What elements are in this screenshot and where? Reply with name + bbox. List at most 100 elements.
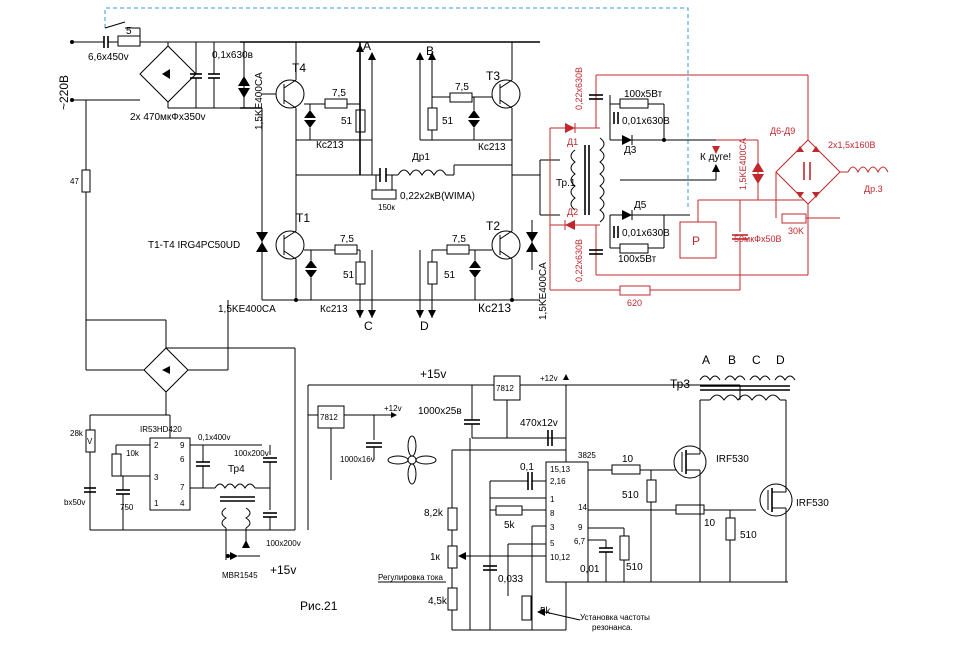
r45k-label: 4,5k	[428, 596, 448, 607]
r51-t3-label: 51	[442, 116, 454, 127]
d2-label: Д2	[567, 207, 578, 217]
v12b-label: +12v	[540, 374, 558, 383]
cap001-top-label: 0,01x630В	[622, 116, 670, 127]
pin-5: 5	[550, 539, 555, 548]
reg1-label: 7812	[320, 413, 338, 422]
v12a-label: +12v	[384, 404, 402, 413]
r-gate-t4-label: 7,5	[332, 88, 346, 99]
mbr1545-label: MBR1545	[222, 571, 258, 580]
tr4-label: Тр4	[228, 464, 245, 475]
driver-pin-2: 2	[154, 441, 159, 450]
pin-6-7: 6,7	[574, 537, 586, 546]
output-tvs-label: 1,5KE400CA	[738, 138, 748, 190]
diodes-d6d9-label: Д6-Д9	[770, 126, 795, 136]
tvs-bottom-left-label: 1,5KE400CA	[218, 304, 276, 315]
r-gate-t1-label: 7,5	[340, 234, 354, 245]
r5k-b-label: 5k	[540, 606, 552, 617]
freq-adj-label-2: резонанса.	[592, 623, 633, 632]
mosfet-b: IRF530	[759, 400, 829, 582]
inductor-dr1-label: Др1	[412, 152, 430, 163]
r510c-label: 510	[626, 562, 643, 573]
input-bridge: 2x 470мкФx350v 0,1x630в	[130, 42, 253, 123]
fan-icon	[387, 435, 437, 485]
cap-b-label: bx50v	[64, 498, 85, 507]
r10a-label: 10	[622, 454, 634, 465]
mains-cap-label: 6,6x450v	[88, 52, 129, 63]
output-caps-label: 2x1,5x160В	[828, 140, 876, 150]
pin-1: 1	[550, 495, 555, 504]
cap100-bottom-label: 100x200v	[266, 539, 301, 548]
transistor-t3: T3	[486, 42, 521, 175]
r28k-label: 28k	[70, 429, 84, 438]
r-gate-t2-label: 7,5	[452, 234, 466, 245]
driver-pin-9: 9	[180, 441, 185, 450]
output-stage: Тр.1 Д1 0,22x630В 100x5Вт 0,01x630В Д3 К…	[539, 67, 889, 308]
driver-pin-4: 4	[180, 499, 185, 508]
d3-label: Д3	[624, 145, 637, 156]
cap750-label: 750	[120, 503, 134, 512]
tr1-label: Тр.1	[556, 178, 576, 189]
pin-9: 9	[578, 523, 583, 532]
r51-t2-label: 51	[444, 270, 456, 281]
r82k-label: 8,2k	[424, 508, 444, 519]
r51-t4-label: 51	[341, 116, 353, 127]
node-b-label: B	[426, 44, 434, 58]
cap1000b-label: 1000x16v	[340, 455, 375, 464]
cap01-label: 0,1x400v	[198, 433, 230, 442]
zener-t2-label: Кс213	[478, 301, 511, 315]
mains-input: ~220В 5 6,6x450v	[57, 21, 240, 110]
d1-label: Д1	[567, 137, 578, 147]
cap001-control-label: 0,01	[580, 564, 600, 575]
r100-bottom-label: 100x5Вт	[618, 254, 657, 265]
t4-label: T4	[292, 61, 306, 75]
current-adj-label: Регулировка тока	[378, 573, 444, 582]
inductor-dr3-label: Др.3	[864, 184, 883, 194]
driver-v15-label: +15v	[270, 563, 296, 577]
tvs-bottom-right-label: 1,5KE400CA	[538, 262, 549, 320]
relay-cap-label: 50мкФx50В	[734, 234, 782, 244]
tr3-tap-d: D	[776, 353, 785, 367]
reg2-label: 7812	[496, 384, 514, 393]
control-v15-label: +15v	[420, 367, 446, 381]
driver-pin-1: 1	[154, 499, 159, 508]
tr3-tap-b: B	[728, 353, 736, 367]
pin-8: 8	[550, 509, 555, 518]
driver-pin-6: 6	[180, 455, 185, 464]
r620-label: 620	[627, 298, 642, 308]
r28k-v-mark: V	[87, 437, 93, 446]
freq-adj-label-1: Установка частоты	[580, 613, 650, 622]
zener-t1-label: Кс213	[320, 304, 348, 315]
transistor-t1: T1	[275, 175, 310, 300]
driver-section: IR53HD420 2 9 6 3 7 1 4 28k V 10k bx50v …	[64, 300, 301, 580]
node-c-label: C	[364, 319, 373, 333]
cap1000-label: 1000x25в	[418, 406, 462, 417]
figure-title: Рис.21	[300, 599, 338, 613]
feedback-line	[104, 7, 689, 210]
mosfet-a-label: IRF530	[716, 454, 749, 465]
driver-ic-label: IR53HD420	[140, 425, 182, 434]
r5k-a-label: 5k	[504, 520, 516, 531]
r10k-label: 10k	[126, 449, 140, 458]
pin-2-16: 2,16	[550, 477, 566, 486]
pin-3: 3	[550, 523, 555, 532]
r-gate-t3-label: 7,5	[455, 82, 469, 93]
ic3825-label: 3825	[578, 451, 596, 460]
r1k-label: 1к	[430, 552, 441, 563]
r150k-label: 150к	[378, 203, 395, 212]
t3-label: T3	[486, 69, 500, 83]
pin-15-13: 15,13	[550, 465, 571, 474]
r510b-label: 510	[740, 530, 757, 541]
r10b-label: 10	[704, 518, 716, 529]
cap0033-label: 0,033	[498, 574, 523, 585]
pin-14: 14	[578, 503, 587, 512]
r510a-label: 510	[622, 490, 639, 501]
driver-pin-3: 3	[154, 473, 159, 482]
node-d-label: D	[420, 319, 429, 333]
tr3-tap-a: A	[702, 353, 710, 367]
cap-022-top-label: 0,22x630В	[574, 67, 584, 110]
node-a-label: A	[363, 39, 371, 53]
tr3-tap-c: C	[752, 353, 761, 367]
zener-t3-label: Кс213	[478, 142, 506, 153]
cap100-top-label: 100x200v	[234, 449, 269, 458]
